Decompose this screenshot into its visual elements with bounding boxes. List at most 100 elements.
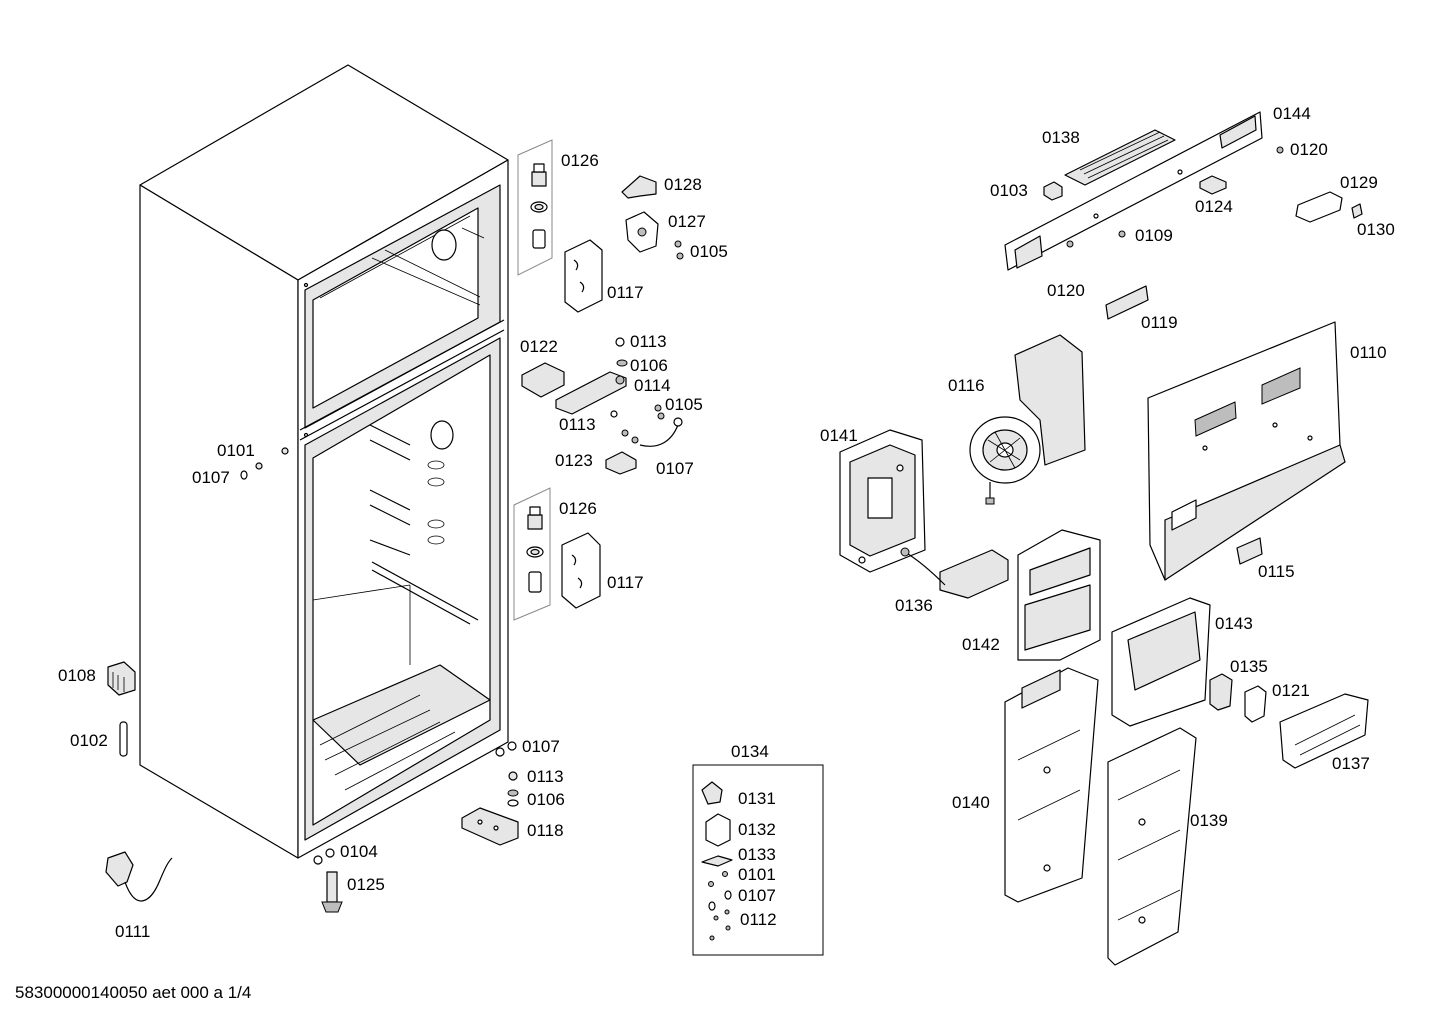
callout-0106: 0106	[630, 356, 668, 375]
callout-0128: 0128	[664, 175, 702, 194]
callout-0122: 0122	[520, 337, 558, 356]
callout-0124: 0124	[1195, 197, 1233, 216]
evaporator-cover-0110	[1147, 321, 1346, 581]
callout-0104: 0104	[340, 842, 378, 861]
part-0135	[1209, 673, 1233, 711]
callout-0101: 0101	[738, 865, 776, 884]
washer-0107-middle	[621, 417, 683, 447]
cover-plate-0117-lower	[561, 532, 601, 609]
document-code: 58300000140050 aet 000 a 1/4	[15, 983, 251, 1002]
callout-0117: 0117	[607, 573, 644, 592]
callout-0139: 0139	[1190, 811, 1228, 830]
lens-0130	[1351, 203, 1363, 219]
screw-0101	[255, 447, 289, 470]
callout-0107: 0107	[656, 459, 694, 478]
washer-0107	[240, 470, 248, 480]
callout-0107: 0107	[192, 468, 230, 487]
hinge-middle-0114	[555, 337, 628, 415]
callout-0138: 0138	[1042, 128, 1080, 147]
callout-0113: 0113	[630, 332, 667, 351]
connector-0108	[107, 661, 136, 696]
callout-0125: 0125	[347, 875, 385, 894]
callout-0127: 0127	[668, 212, 706, 231]
bracket-0122	[521, 362, 565, 398]
screw-0120-upper	[1276, 146, 1284, 154]
sensor-housing-0136	[900, 547, 1009, 599]
callout-0108: 0108	[58, 666, 96, 685]
callout-0126: 0126	[561, 151, 599, 170]
callout-0106: 0106	[527, 790, 565, 809]
callout-0111: 0111	[115, 922, 150, 941]
hinge-cover-0127	[625, 211, 659, 253]
callout-0130: 0130	[1357, 220, 1395, 239]
callout-0113: 0113	[559, 415, 596, 434]
callout-0144: 0144	[1273, 104, 1311, 123]
callout-0136: 0136	[895, 596, 933, 615]
callout-0114: 0114	[634, 376, 671, 395]
callout-0135: 0135	[1230, 657, 1268, 676]
callout-0115: 0115	[1258, 562, 1295, 581]
callout-0105: 0105	[690, 242, 728, 261]
bushing-set-0126-lower	[513, 487, 551, 621]
kit-screws	[708, 871, 732, 941]
callout-0132: 0132	[738, 820, 776, 839]
hinge-lower-0118	[461, 741, 519, 846]
callout-0105: 0105	[665, 395, 703, 414]
kit-title-0134: 0134	[731, 742, 769, 761]
kit-part-0133	[701, 855, 733, 867]
callout-0109: 0109	[1135, 226, 1173, 245]
callout-0110: 0110	[1350, 343, 1387, 362]
callout-0123: 0123	[555, 451, 593, 470]
cap-0115	[1236, 537, 1263, 565]
air-duct-0141	[839, 429, 926, 573]
clip-0124	[1199, 175, 1227, 195]
callout-0137: 0137	[1332, 754, 1370, 773]
screw-0109	[1118, 230, 1126, 238]
duct-cover-0143	[1111, 597, 1211, 727]
callout-0119: 0119	[1141, 313, 1178, 332]
bushing-set-0126-upper	[517, 139, 553, 276]
seal-0119	[1105, 285, 1149, 320]
callout-0107: 0107	[738, 886, 776, 905]
callout-0129: 0129	[1340, 173, 1378, 192]
control-panel-0144	[1004, 111, 1263, 271]
callout-0116: 0116	[948, 376, 985, 395]
screw-0105-upper	[674, 240, 684, 260]
screw-0120-lower	[1066, 240, 1074, 248]
lamp-cover-0137	[1279, 693, 1369, 769]
screw-0105-middle	[654, 404, 665, 420]
lamp-holder-0129	[1295, 191, 1343, 223]
callout-0133: 0133	[738, 845, 776, 864]
cover-0128	[621, 175, 657, 199]
kit-part-0132	[705, 813, 731, 847]
callout-0120: 0120	[1290, 140, 1328, 159]
cabinet-0101	[139, 64, 509, 859]
callout-0107: 0107	[522, 737, 560, 756]
foot-0125	[321, 871, 343, 913]
callout-0140: 0140	[952, 793, 990, 812]
callout-0142: 0142	[962, 635, 1000, 654]
callout-0103: 0103	[990, 181, 1028, 200]
display-0138	[1064, 129, 1176, 186]
part-0121	[1244, 685, 1267, 723]
callout-0117: 0117	[607, 283, 644, 302]
clip-0123	[605, 451, 637, 475]
callout-0102: 0102	[70, 731, 108, 750]
rear-panel-0139	[1107, 727, 1197, 966]
screw-0113-middle	[610, 410, 618, 418]
kit-part-0131	[701, 781, 723, 805]
washer-0104	[313, 848, 335, 865]
switch-0103	[1043, 181, 1063, 201]
callout-0101: 0101	[217, 441, 255, 460]
callout-0118: 0118	[527, 821, 564, 840]
rear-panel-0140	[1004, 667, 1099, 903]
damper-0142	[1017, 529, 1101, 661]
callout-0113: 0113	[527, 767, 564, 786]
callout-0120: 0120	[1047, 281, 1085, 300]
callout-0131: 0131	[738, 789, 776, 808]
kit-0134-box	[692, 764, 824, 956]
power-cord-0111	[105, 851, 173, 902]
callout-0141: 0141	[820, 426, 858, 445]
fan-assembly-0116	[969, 334, 1086, 505]
